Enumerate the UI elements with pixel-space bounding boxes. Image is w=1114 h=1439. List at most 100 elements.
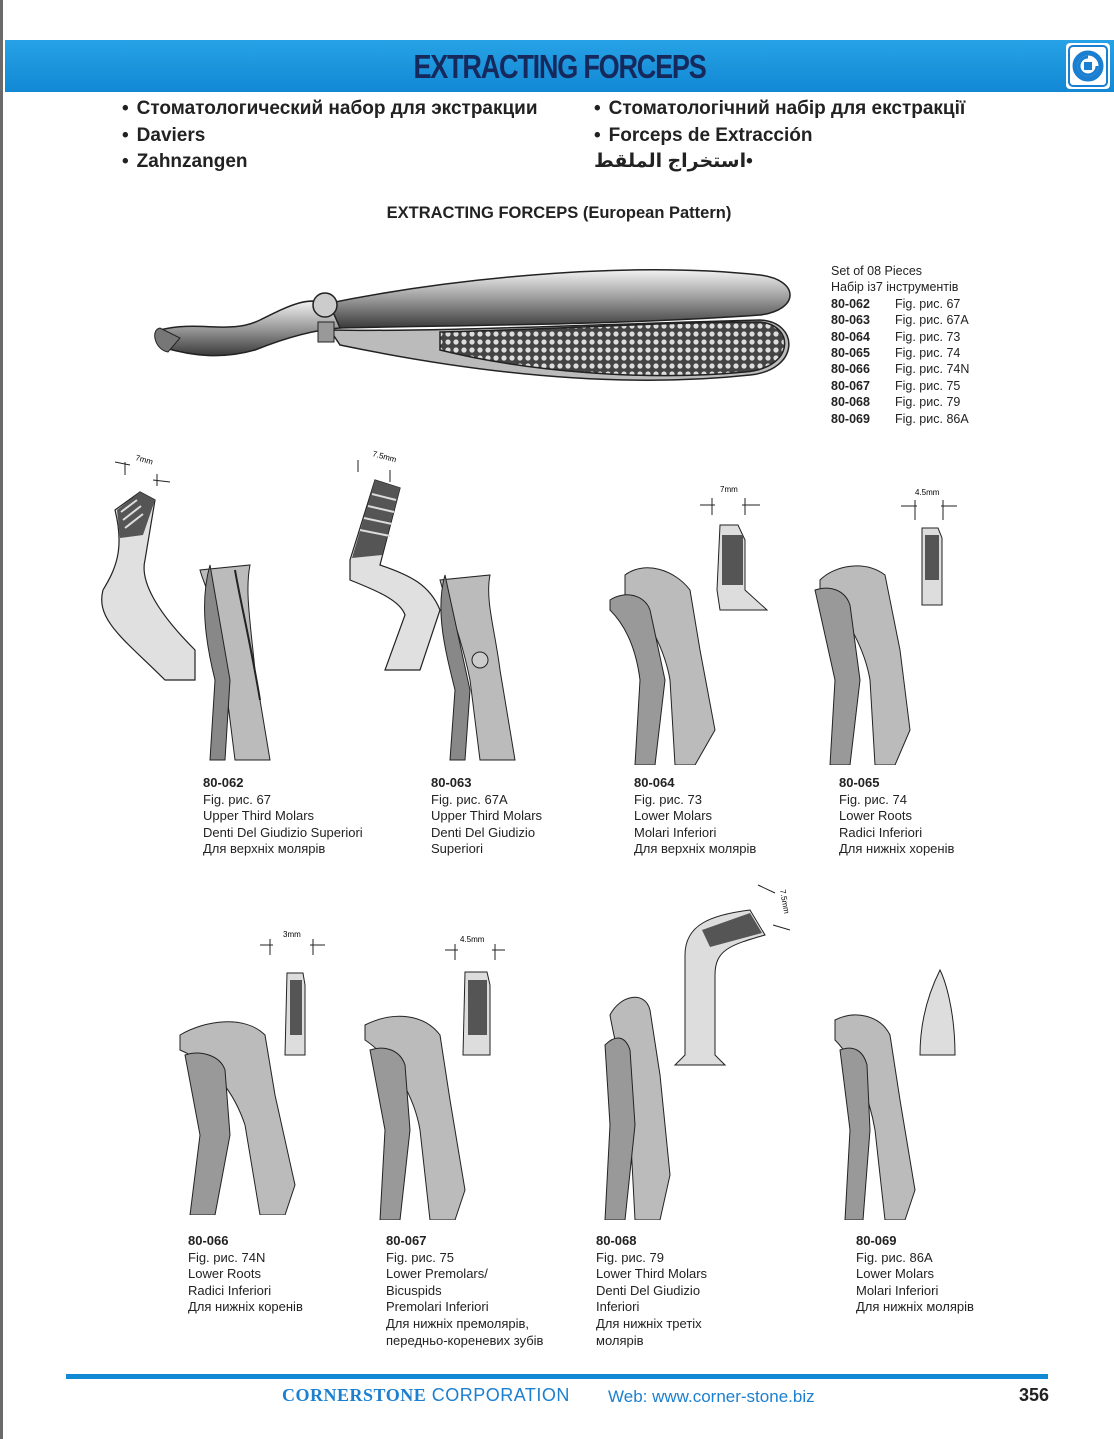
set-code: 80-067	[831, 378, 870, 393]
product-code: 80-062	[203, 775, 244, 790]
forceps-80-065-image: 4.5mm	[814, 488, 957, 765]
list-item: Стоматологический набор для экстракции	[122, 96, 538, 123]
product-line: молярів	[596, 1332, 644, 1348]
product-line: Denti Del Giudizio	[596, 1282, 701, 1298]
product-line: Upper Third Molars	[431, 808, 543, 824]
set-row: 80-069 Fig. рис. 86A	[831, 411, 969, 427]
dimension-label: 4.5mm	[915, 488, 940, 497]
product-code: 80-067	[386, 1233, 427, 1248]
set-fig: Fig. рис. 67A	[895, 313, 969, 328]
company-name-bold: CORNERSTONE	[282, 1385, 427, 1405]
set-contents: Set of 08 Pieces Набір із7 інструментів …	[831, 263, 969, 427]
product-line: Fig. рис. 74N	[188, 1249, 266, 1265]
forceps-80-064-image: 7mm	[609, 485, 769, 765]
product-code: 80-063	[431, 775, 472, 790]
product-caption-80-063: 80-063 Fig. рис. 67A Upper Third Molars …	[431, 775, 542, 858]
product-line: Fig. рис. 86A	[856, 1249, 933, 1265]
product-code: 80-068	[596, 1233, 637, 1248]
product-line: Molari Inferiori	[634, 824, 717, 840]
forceps-80-063-image: 7.5mm	[349, 449, 516, 761]
forceps-80-066-image: 3mm	[179, 930, 325, 1215]
forceps-80-067-image: 4.5mm	[364, 935, 505, 1220]
product-line: передньо-кореневих зубів	[386, 1332, 544, 1348]
set-code: 80-063	[831, 313, 870, 328]
list-item: Forceps de Extracción	[594, 123, 965, 150]
product-line: Для верхніх молярів	[203, 841, 326, 857]
list-item: Стоматологічний набір для екстракції	[594, 96, 966, 123]
set-row: 80-068 Fig. рис. 79	[831, 394, 969, 410]
set-row: 80-062 Fig. рис. 67	[831, 296, 969, 312]
set-row: 80-067 Fig. рис. 75	[831, 378, 969, 394]
product-line: Superiori	[431, 841, 484, 857]
list-item: استخراج الملقط	[594, 149, 965, 176]
set-row: 80-063 Fig. рис. 67A	[831, 312, 969, 328]
dimension-label: 7mm	[134, 453, 154, 466]
product-line: Fig. рис. 67A	[431, 791, 508, 807]
product-caption-80-069: 80-069 Fig. рис. 86A Lower Molars Molari…	[856, 1233, 974, 1316]
set-fig: Fig. рис. 75	[895, 378, 961, 393]
dimension-label: 4.5mm	[460, 935, 485, 944]
product-line: Fig. рис. 79	[596, 1249, 664, 1265]
set-code: 80-064	[831, 329, 870, 344]
product-line: Premolari Inferiori	[386, 1299, 489, 1315]
product-line: Bicuspids	[386, 1282, 442, 1298]
language-list-left: Стоматологический набор для экстракции D…	[122, 96, 538, 176]
footer-company-name: CORNERSTONE CORPORATION	[282, 1385, 570, 1406]
product-caption-80-067: 80-067 Fig. рис. 75 Lower Premolars/ Bic…	[386, 1233, 543, 1349]
hero-forceps-image	[154, 269, 791, 381]
cornerstone-logo-icon	[1066, 43, 1110, 89]
set-code: 80-069	[831, 411, 870, 426]
product-caption-80-066: 80-066 Fig. рис. 74N Lower Roots Radici …	[188, 1233, 303, 1316]
forceps-80-068-image: 7.5mm	[604, 884, 791, 1220]
page-edge	[0, 0, 3, 1439]
product-line: Fig. рис. 75	[386, 1249, 454, 1265]
product-line: Lower Roots	[839, 808, 912, 824]
page-number: 356	[1019, 1385, 1050, 1405]
set-code: 80-062	[831, 296, 870, 311]
set-code: 80-068	[831, 395, 870, 410]
product-caption-80-068: 80-068 Fig. рис. 79 Lower Third Molars D…	[596, 1233, 707, 1349]
product-line: Для нижніх молярів	[856, 1299, 974, 1315]
footer-website[interactable]: Web: www.corner-stone.biz	[608, 1387, 815, 1406]
product-caption-80-065: 80-065 Fig. рис. 74 Lower Roots Radici I…	[839, 775, 954, 858]
product-line: Radici Inferiori	[839, 824, 923, 840]
product-line: Denti Del Giudizio	[431, 824, 536, 840]
product-line: Lower Molars	[856, 1266, 935, 1282]
company-name-rest: CORPORATION	[426, 1385, 570, 1405]
set-fig: Fig. рис. 73	[895, 329, 961, 344]
product-caption-80-062: 80-062 Fig. рис. 67 Upper Third Molars D…	[203, 775, 363, 858]
product-line: Для нижніх хоренів	[839, 841, 955, 857]
dimension-label: 7.5mm	[778, 889, 791, 915]
product-line: Lower Molars	[634, 808, 713, 824]
product-line: Molari Inferiori	[856, 1282, 939, 1298]
product-line: Lower Third Molars	[596, 1266, 708, 1282]
set-title: Set of 08 Pieces	[831, 264, 923, 278]
product-line: Lower Roots	[188, 1266, 261, 1282]
forceps-80-062-image: 7mm	[101, 453, 271, 761]
header-bar: EXTRACTING FORCEPS	[5, 40, 1114, 92]
product-line: Upper Third Molars	[203, 808, 315, 824]
dimension-label: 3mm	[283, 930, 301, 939]
set-subtitle: Набір із7 інструментів	[831, 280, 959, 295]
set-fig: Fig. рис. 74	[895, 346, 961, 361]
product-line: Fig. рис. 73	[634, 791, 702, 807]
list-item: Zahnzangen	[122, 149, 538, 176]
set-fig: Fig. рис. 79	[895, 395, 961, 410]
product-line: Для нижніх премолярів,	[386, 1315, 529, 1331]
set-fig: Fig. рис. 67	[895, 296, 961, 311]
product-line: Inferiori	[596, 1299, 640, 1315]
section-title: EXTRACTING FORCEPS (European Pattern)	[386, 204, 732, 222]
set-fig: Fig. рис. 86A	[895, 411, 969, 426]
dimension-label: 7mm	[720, 485, 738, 494]
product-code: 80-066	[188, 1233, 229, 1248]
product-code: 80-069	[856, 1233, 897, 1248]
forceps-80-069-image	[834, 968, 956, 1220]
product-line: Fig. рис. 74	[839, 791, 907, 807]
list-item: Daviers	[122, 123, 538, 150]
set-row: 80-064 Fig. рис. 73	[831, 329, 969, 345]
product-line: Radici Inferiori	[188, 1282, 272, 1298]
footer-divider	[66, 1374, 1048, 1379]
product-line: Lower Premolars/	[386, 1266, 488, 1282]
